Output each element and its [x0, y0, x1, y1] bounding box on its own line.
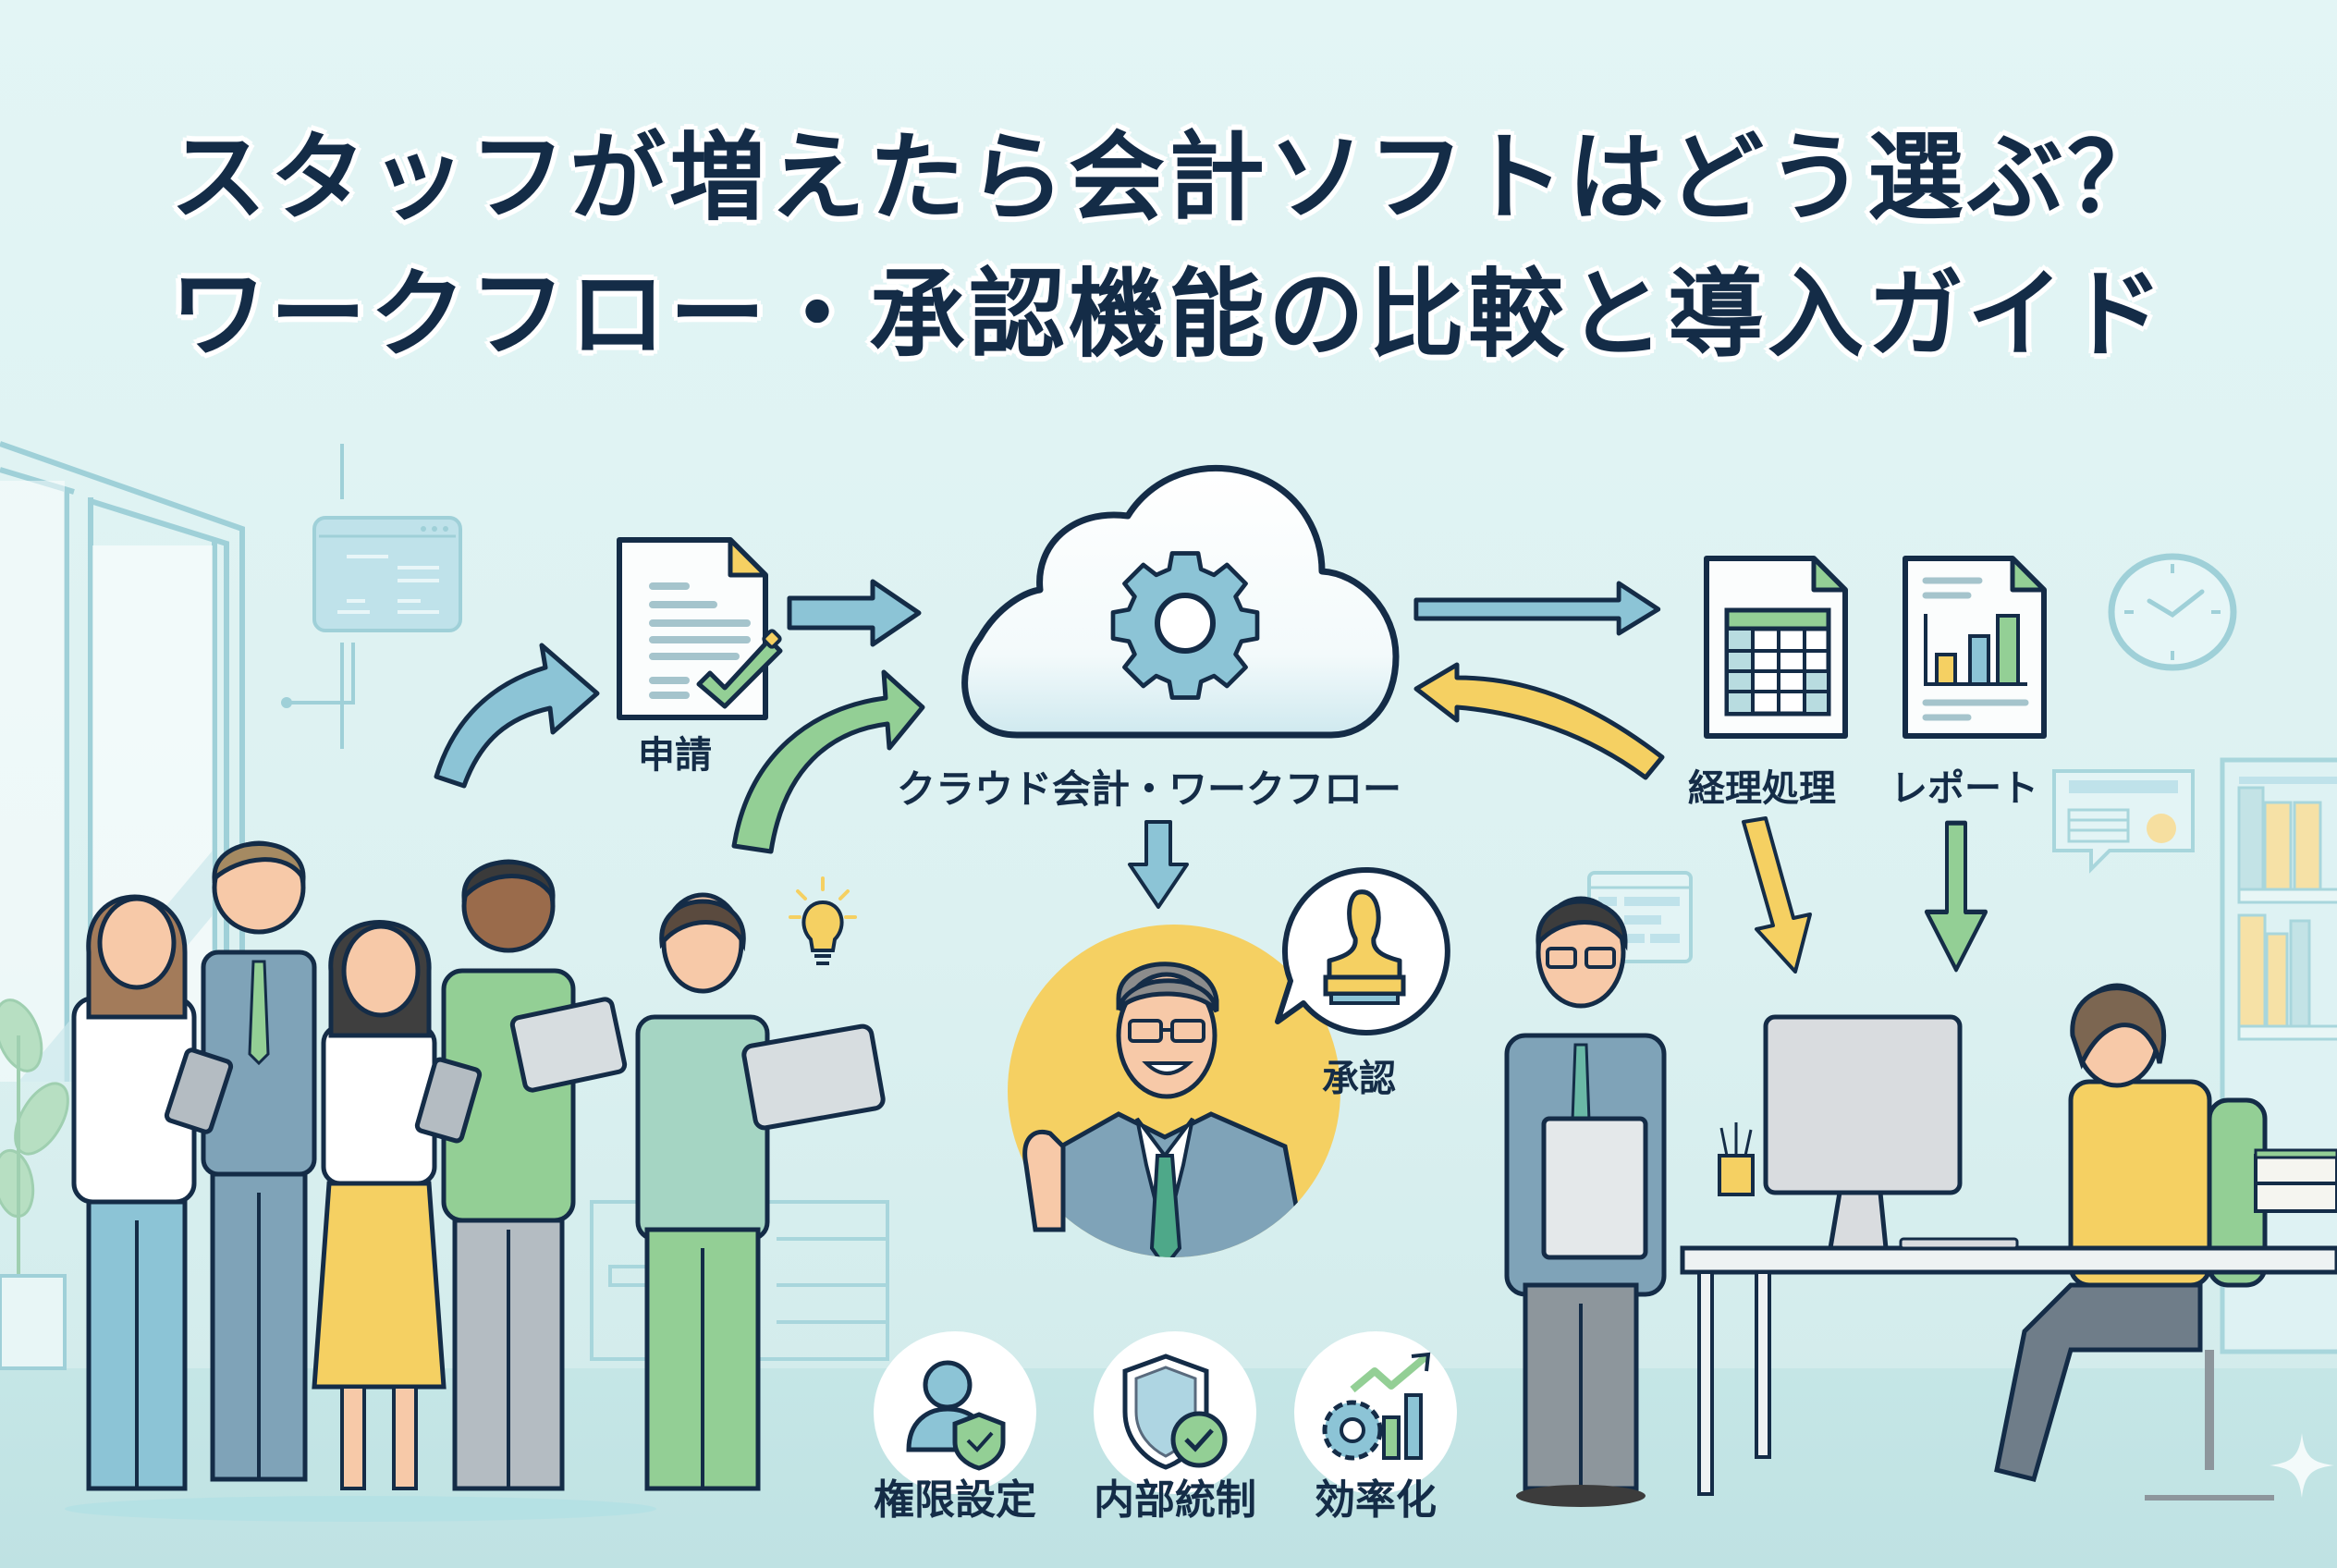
- report-chart-icon: [1903, 556, 2047, 739]
- sparkle-icon: [2270, 1433, 2334, 1498]
- arrow-right-long-blue-icon: [1413, 581, 1661, 636]
- staff-woman-tablet-illustration: [635, 892, 886, 1491]
- title-line-1: スタッフが増えたら会計ソフトはどう選ぶ？: [169, 121, 2167, 234]
- curved-arrow-green-icon: [731, 669, 925, 854]
- chart-bubble-decor: [2052, 769, 2195, 874]
- staff-group-illustration: [65, 840, 656, 1522]
- plant-decor: [0, 998, 69, 1370]
- request-label: 申請: [638, 734, 712, 777]
- report-label: レポート: [1890, 767, 2038, 810]
- arrow-right-blue-icon: [787, 579, 922, 647]
- user-shield-icon: [906, 1360, 1006, 1471]
- feature-permission-label: 権限設定: [874, 1476, 1036, 1524]
- feature-efficiency-circle: [1294, 1331, 1457, 1494]
- accountant-standing-illustration: [1504, 896, 1667, 1507]
- cloud-gear-icon: [961, 464, 1400, 739]
- arrow-down-yellow-icon: [1742, 816, 1812, 974]
- arrow-down-green-icon: [1925, 820, 1988, 973]
- browser-window-decor: [281, 444, 462, 749]
- lightbulb-idea-icon: [789, 876, 857, 965]
- feature-internal-control-label: 内部統制: [1094, 1476, 1256, 1524]
- feature-permission-circle: [874, 1331, 1036, 1494]
- accounting-label: 経理処理: [1688, 767, 1836, 810]
- title-line-2: ワークフロー・承認機能の比較と導入ガイド: [169, 258, 2167, 371]
- title-block: スタッフが増えたら会計ソフトはどう選ぶ？ ワークフロー・承認機能の比較と導入ガイ…: [0, 109, 2337, 383]
- stamp-approval-bubble-icon: [1275, 866, 1450, 1035]
- feature-internal-control-circle: [1094, 1331, 1256, 1494]
- approval-label: 承認: [1322, 1058, 1396, 1100]
- approver-manager-illustration: [1008, 925, 1340, 1257]
- curved-arrow-blue-icon: [434, 643, 600, 789]
- cloud-workflow-label: クラウド会計・ワークフロー: [897, 766, 1402, 812]
- accountant-desk-illustration: [1680, 983, 2337, 1501]
- feature-efficiency-label: 効率化: [1315, 1476, 1437, 1524]
- wall-clock-decor: [2108, 553, 2237, 671]
- accounting-spreadsheet-icon: [1704, 556, 1848, 739]
- arrow-down-blue-icon: [1128, 820, 1189, 909]
- curved-arrow-yellow-icon: [1413, 662, 1665, 780]
- gear-growth-chart-icon: [1322, 1352, 1431, 1461]
- shield-check-icon: [1122, 1354, 1228, 1470]
- request-document-icon: [617, 537, 783, 720]
